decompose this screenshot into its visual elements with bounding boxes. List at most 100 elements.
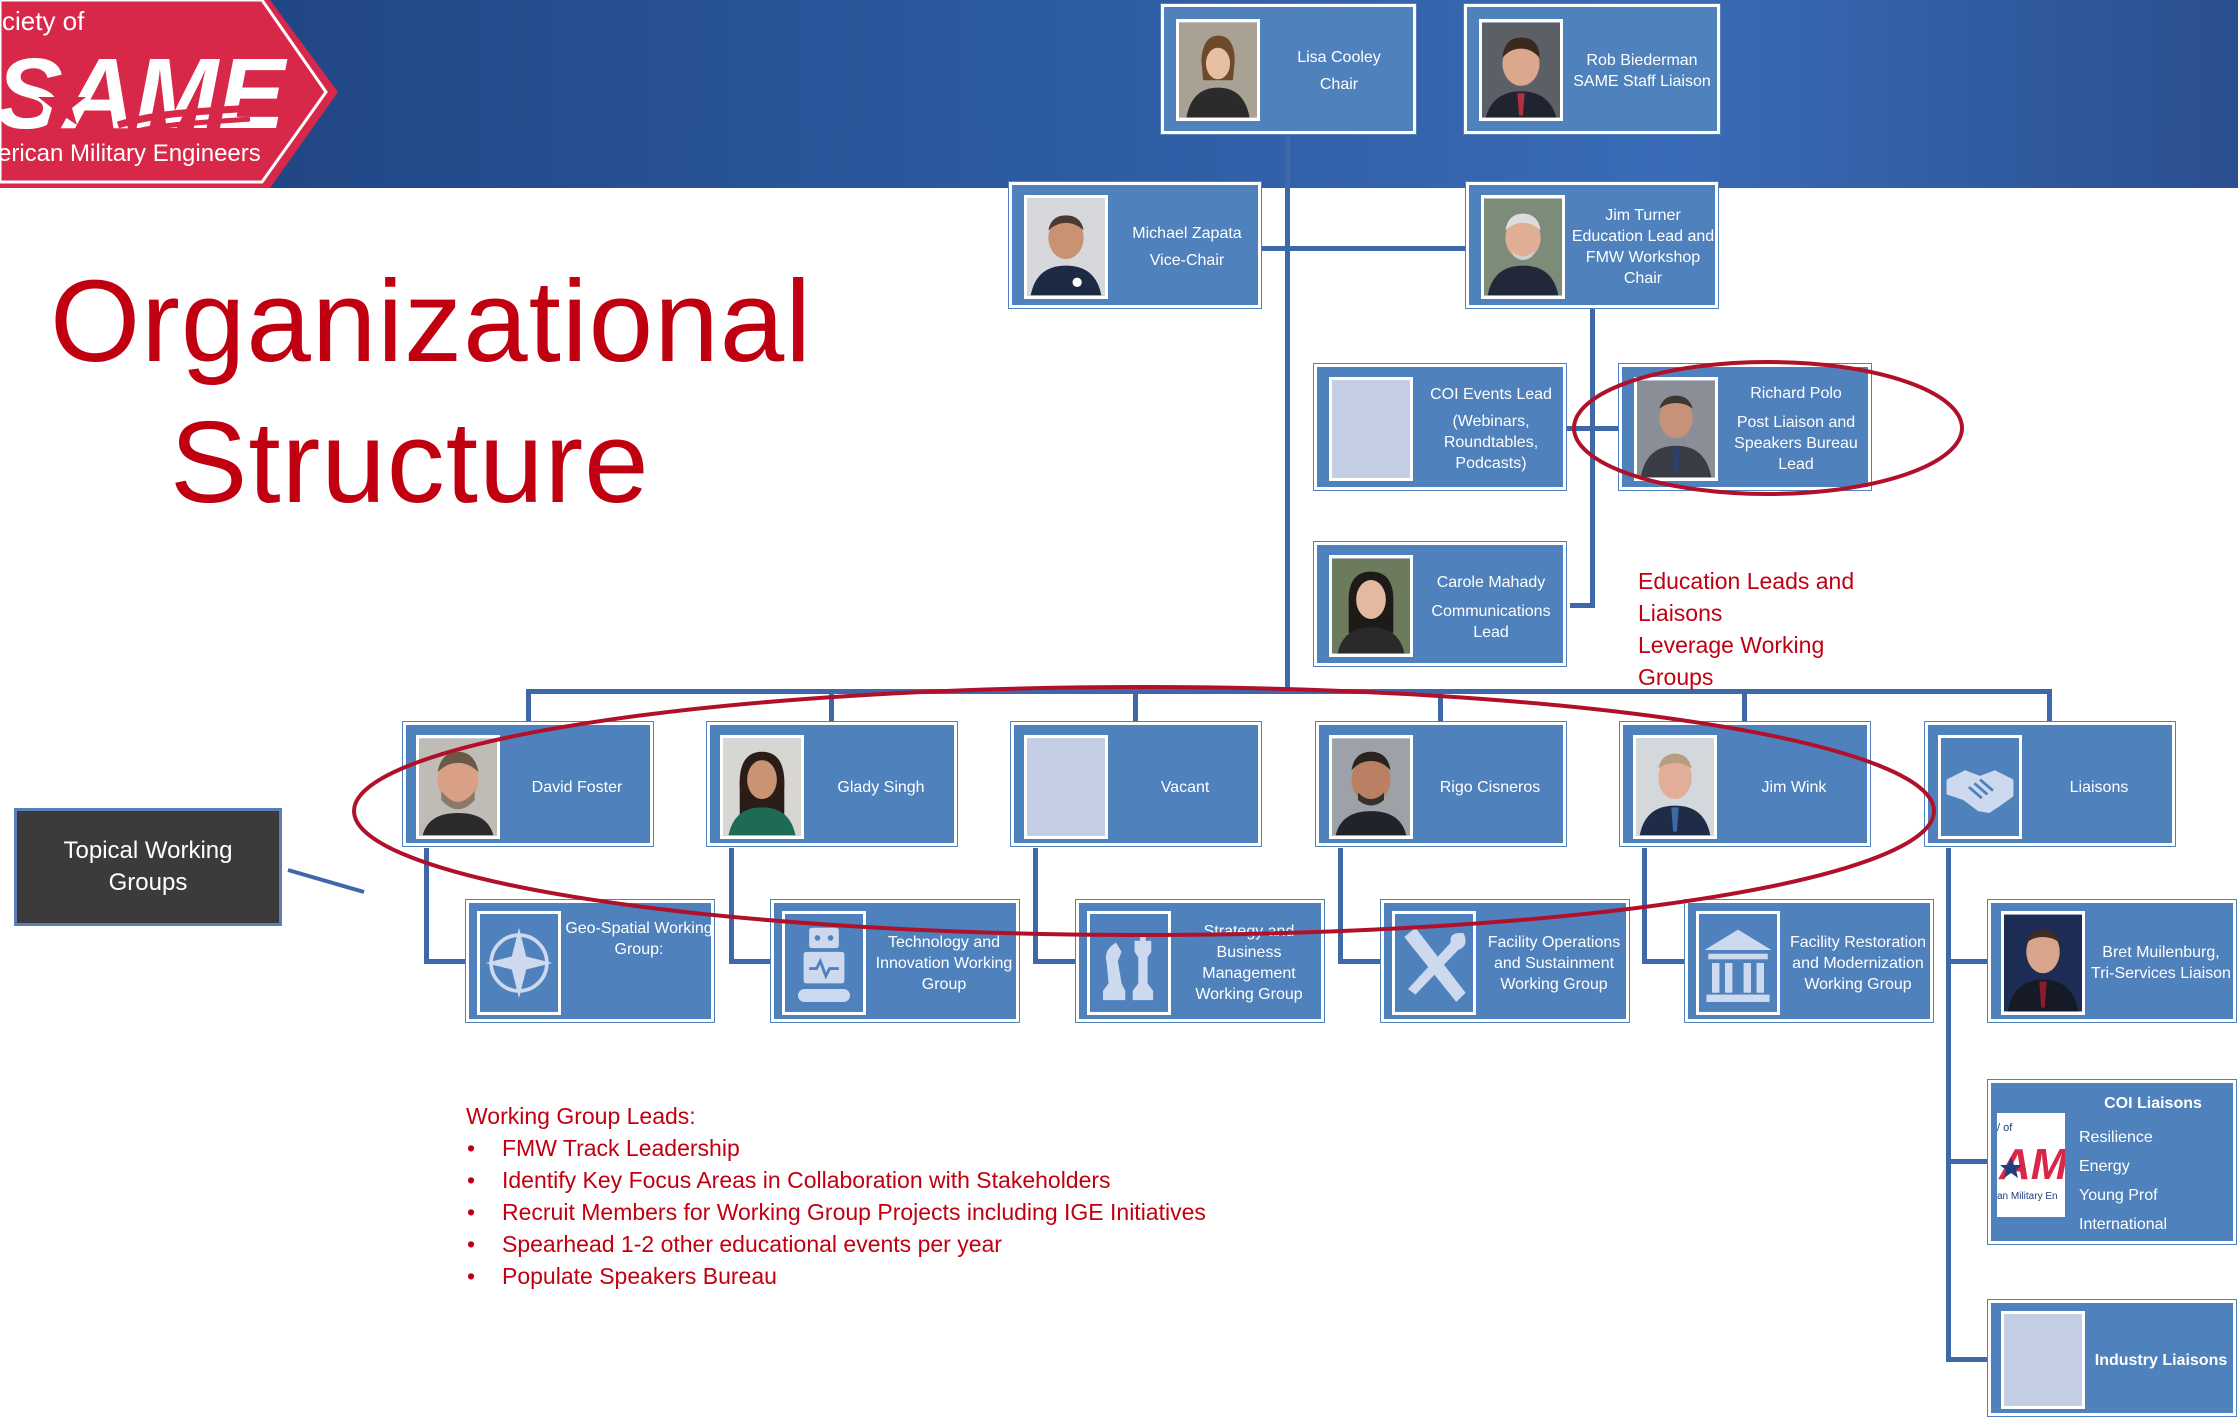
box-detail: (Webinars, Roundtables, Podcasts)	[1443, 413, 1539, 472]
person-role: Vice-Chair	[1149, 252, 1225, 269]
person-icon	[1332, 738, 1410, 836]
avatar	[1481, 195, 1565, 299]
avatar	[1329, 735, 1413, 839]
avatar	[1634, 377, 1718, 481]
connector-line	[424, 959, 470, 964]
list-item: International	[2079, 1216, 2168, 1233]
list-item: Young Prof	[2079, 1187, 2158, 1204]
connector-line	[1946, 1357, 1988, 1362]
placeholder-photo	[1024, 735, 1108, 839]
box-title: COI Events Lead	[1430, 386, 1552, 403]
logo-subtext: an Military En	[1997, 1191, 2058, 1202]
building-icon	[1696, 911, 1780, 1015]
person-name: Jim Wink	[1761, 778, 1827, 796]
communications-lead-box: Carole Mahady Communications Lead	[1313, 541, 1567, 667]
connector-line	[729, 959, 775, 964]
connector-line	[526, 689, 2052, 694]
list-item: Identify Key Focus Areas in Collaboratio…	[466, 1164, 1206, 1196]
placeholder-photo	[1329, 377, 1413, 481]
person-icon	[2004, 914, 2082, 1012]
wg-lead-text: Vacant	[1110, 735, 1260, 839]
handshake-icon	[1938, 735, 2022, 839]
connector-line	[1258, 246, 1468, 251]
education-note: Education Leads and Liaisons Leverage Wo…	[1638, 565, 1854, 693]
person-icon	[1027, 198, 1105, 296]
education-lead-box: Jim Turner Education Lead and FMW Worksh…	[1465, 181, 1719, 309]
connector-line	[1946, 1159, 1988, 1164]
connector-line	[1438, 689, 1443, 725]
staff-liaison-box: Rob Biederman SAME Staff Liaison	[1463, 3, 1721, 135]
note-line: Leverage Working	[1638, 632, 1825, 658]
person-icon	[1637, 380, 1715, 478]
logo-acronym: SAME	[0, 38, 288, 150]
post-liaison-text: Richard Polo Post Liaison and Speakers B…	[1722, 377, 1870, 481]
coi-liaisons-title: COI Liaisons	[2104, 1095, 2202, 1112]
compass-icon	[477, 911, 561, 1015]
connector-line	[1590, 426, 1622, 431]
note-line: Education Leads and	[1638, 568, 1855, 594]
chair-text: Lisa Cooley Chair	[1264, 27, 1414, 115]
person-role: Communications Lead	[1431, 602, 1551, 641]
person-icon	[1332, 558, 1410, 654]
list-item: Populate Speakers Bureau	[466, 1260, 1206, 1292]
person-icon	[419, 738, 497, 836]
person-icon	[1484, 198, 1562, 296]
connector-line	[1570, 603, 1595, 608]
connector-line	[1033, 959, 1079, 964]
list-item: Spearhead 1-2 other educational events p…	[466, 1228, 1206, 1260]
topical-working-groups-label: Topical Working Groups	[14, 808, 282, 926]
avatar	[416, 735, 500, 839]
note-line: Groups	[1638, 664, 1714, 690]
highlight-ellipse	[1572, 360, 1964, 496]
topical-pointer-line	[287, 868, 365, 894]
list-item: Recruit Members for Working Group Projec…	[466, 1196, 1206, 1228]
highlight-ellipse	[352, 685, 1936, 937]
wg-lead-text: David Foster	[502, 735, 652, 839]
wg-leads-list: FMW Track Leadership Identify Key Focus …	[466, 1132, 1206, 1292]
working-group-label: Technology and Innovation Working Group	[875, 933, 1013, 993]
connector-line	[829, 689, 834, 725]
connector-line	[424, 848, 429, 964]
person-name: Lisa Cooley	[1297, 49, 1381, 66]
person-role: Education Lead and FMW Workshop Chair	[1571, 228, 1715, 287]
coi-liaisons-box: / of AM an Military En COI Liaisons Resi…	[1987, 1079, 2237, 1245]
person-role: SAME Staff Liaison	[1573, 73, 1711, 90]
coi-events-text: COI Events Lead (Webinars, Roundtables, …	[1417, 377, 1565, 481]
placeholder-photo	[2001, 1311, 2085, 1409]
working-group-box: Technology and Innovation Working Group	[770, 899, 1020, 1023]
connector-line	[1642, 959, 1688, 964]
person-name: Liaisons	[2069, 778, 2129, 796]
tools-icon	[1392, 911, 1476, 1015]
avatar	[720, 735, 804, 839]
person-icon	[1179, 22, 1257, 118]
tri-services-text: Bret Muilenburg, Tri-Services Liaison	[2085, 913, 2237, 1013]
connector-line	[729, 848, 734, 964]
list-item: Resilience	[2079, 1129, 2153, 1146]
avatar	[1633, 735, 1717, 839]
chair-box: Lisa Cooley Chair	[1160, 3, 1417, 135]
person-name: Vacant	[1160, 778, 1210, 796]
coi-events-lead-box: COI Events Lead (Webinars, Roundtables, …	[1313, 363, 1567, 491]
coi-liaisons-list: Resilience Energy Young Prof Internation…	[2079, 1123, 2167, 1239]
person-name: Rob Biederman	[1586, 52, 1698, 69]
header-band	[0, 0, 2238, 188]
avatar	[1479, 19, 1563, 121]
connector-line	[2047, 689, 2052, 725]
working-group-box: Facility Restoration and Modernization W…	[1684, 899, 1934, 1023]
chess-icon	[1087, 911, 1171, 1015]
working-group-label: Facility Restoration and Modernization W…	[1789, 933, 1927, 993]
person-icon	[723, 738, 801, 836]
working-group-box: Geo-Spatial Working Group:	[465, 899, 715, 1023]
wg-lead-box: Rigo Cisneros	[1315, 721, 1567, 847]
logo-line1: ciety of	[2, 6, 85, 36]
wg-lead-text: Glady Singh	[806, 735, 956, 839]
svg-text:/ of: / of	[1997, 1122, 2013, 1134]
wg-lead-box: Liaisons	[1924, 721, 2176, 847]
working-group-label: Facility Operations and Sustainment Work…	[1487, 933, 1621, 993]
person-name: Jim Turner	[1605, 207, 1681, 224]
logo-line3: erican Military Engineers	[0, 140, 261, 167]
page-title-line1: Organizational	[50, 256, 812, 386]
person-name: Glady Singh	[837, 778, 925, 796]
staff-liaison-text: Rob Biederman SAME Staff Liaison	[1567, 27, 1717, 115]
person-name: Richard Polo	[1750, 385, 1842, 402]
